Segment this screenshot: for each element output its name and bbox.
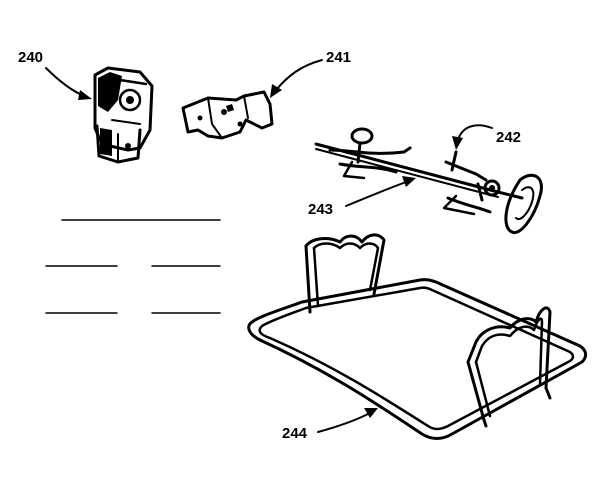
callout-241: 241 [326,49,351,66]
callout-arrows [45,59,493,433]
blank-parts-list [45,219,221,314]
callout-244: 244 [282,425,308,442]
spit-rod-assembly [314,127,543,234]
callout-243: 243 [308,201,333,218]
callout-242: 242 [496,129,521,146]
rotisserie-motor [93,66,154,164]
wire-drip-tray [247,233,588,440]
mounting-bracket [181,90,274,140]
callout-240: 240 [18,49,43,66]
